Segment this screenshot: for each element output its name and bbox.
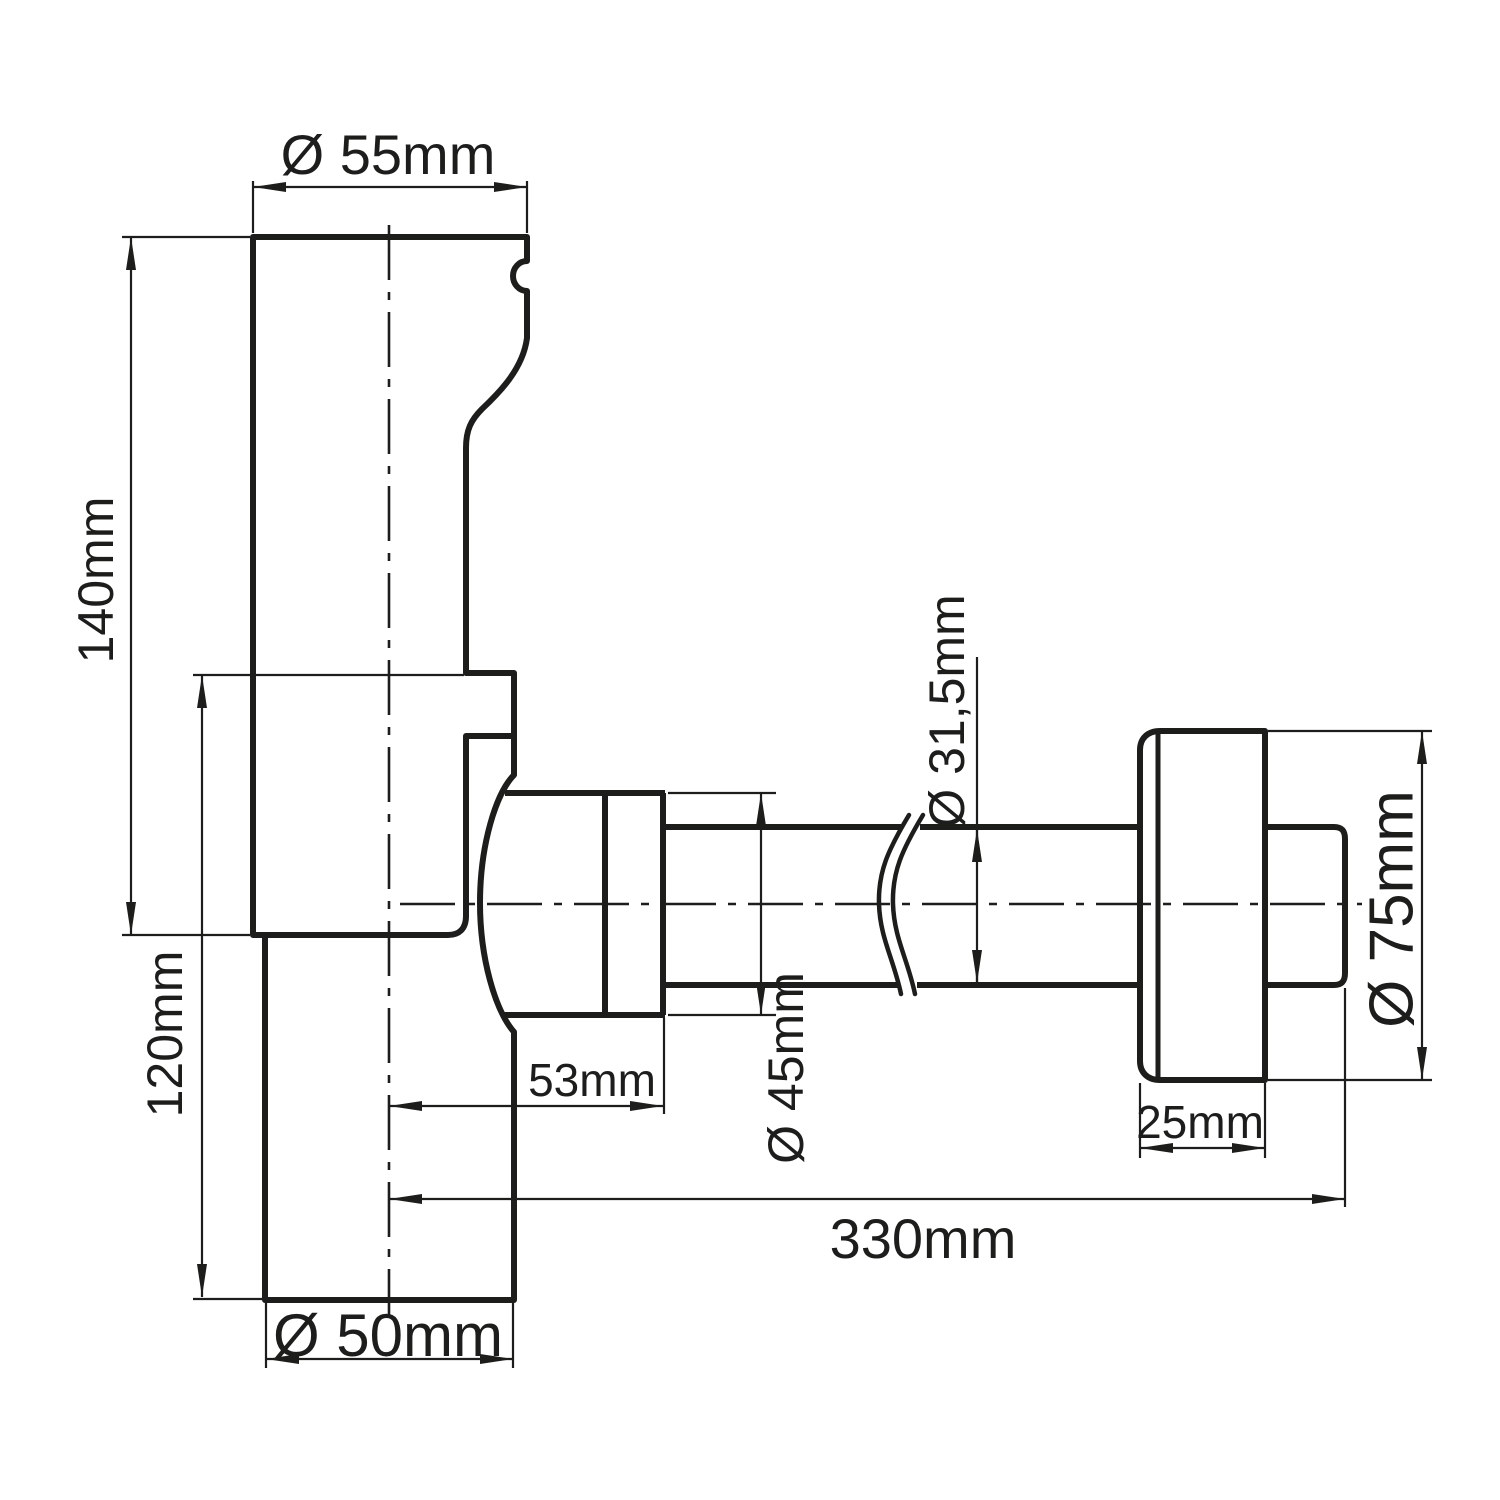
wall-rosette-outline (1137, 728, 1268, 1083)
label-dia-tail: Ø 50mm (273, 1302, 503, 1369)
label-height-tail: 120mm (137, 951, 193, 1118)
pipe-break-icon (890, 812, 926, 997)
dimension-labels: Ø 55mm 140mm 120mm Ø 50mm 53mm Ø 45mm Ø … (68, 123, 1427, 1369)
label-height-sleeve: 140mm (68, 497, 124, 664)
label-dia-nut: Ø 45mm (758, 972, 814, 1164)
label-dia-pipe: Ø 31,5mm (919, 594, 975, 827)
label-trap-offset: 53mm (528, 1054, 656, 1106)
extension-lines (122, 181, 1432, 1368)
label-dia-sleeve: Ø 55mm (281, 123, 496, 186)
pipe-end-stub (1265, 824, 1348, 988)
label-length-pipe: 330mm (830, 1207, 1017, 1270)
inlet-sleeve-outline (250, 234, 530, 938)
trap-bell-and-tail-tube (262, 736, 517, 1303)
label-rosette-depth: 25mm (1136, 1096, 1264, 1148)
label-dia-rosette: Ø 75mm (1358, 790, 1427, 1028)
dimension-lines (126, 182, 1427, 1364)
